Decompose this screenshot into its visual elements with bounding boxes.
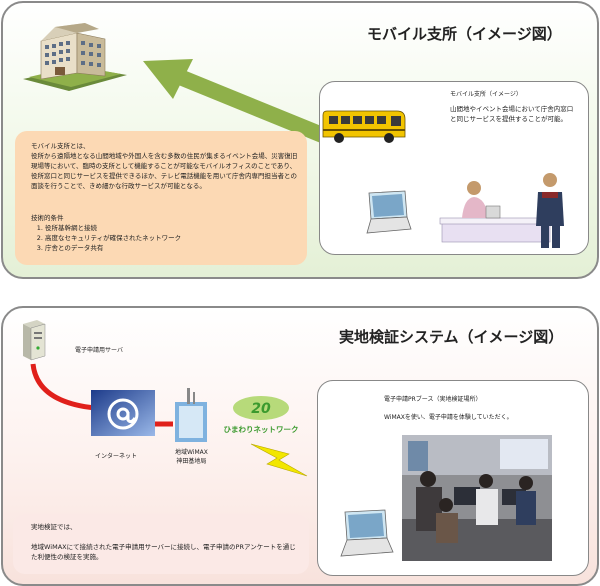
office-building-icon bbox=[23, 23, 127, 91]
pr-booth-card: 電子申請PRブース（実地検証場所） WiMAXを使い、電子申請を体験していただく… bbox=[317, 380, 589, 576]
page-title: 実地検証システム（イメージ図） bbox=[339, 328, 564, 346]
laptop-icon bbox=[366, 190, 412, 234]
note-body: 地域WiMAXにて接続された電子申請用サーバーに接続し、電子申請のPRアンケート… bbox=[31, 543, 296, 561]
card-title: 電子申請PRブース（実地検証場所） bbox=[384, 396, 482, 403]
condition-item: 役所基幹網と接続 bbox=[45, 223, 291, 233]
booth-photo bbox=[402, 435, 552, 561]
conditions-list: 役所基幹網と接続 高度なセキュリティが確保されたネットワーク 庁舎とのデータ共有 bbox=[31, 223, 291, 253]
field-test-description: 実地検証では、 地域WiMAXにて接続された電子申請用サーバーに接続し、電子申請… bbox=[13, 514, 309, 574]
internet-label: インターネット bbox=[95, 453, 138, 460]
note-intro: モバイル支所とは、 bbox=[31, 142, 90, 150]
note-body: 役所から遠隔地となる山間地域や外国人を含む多数の住民が集まるイベント会場、災害復… bbox=[31, 152, 298, 190]
wireless-signal-icon bbox=[250, 443, 308, 477]
station-label: 地域WiMAX 神田基地局 bbox=[175, 448, 208, 466]
server-icon bbox=[23, 320, 46, 361]
network-link-icon bbox=[30, 363, 173, 427]
logo-text: ひまわりネットワーク bbox=[224, 424, 299, 434]
field-test-panel: 電子申請用サーバ 実地検証システム（イメージ図） インターネット 地域WiMAX… bbox=[1, 306, 599, 586]
station-label-line1: 地域WiMAX bbox=[175, 449, 208, 456]
mobile-branch-panel: モバイル支所（イメージ図） モバイル支所（イメージ） 山間地やイベント会場におい… bbox=[1, 1, 599, 279]
internet-icon bbox=[91, 390, 155, 436]
conditions-heading: 技術的条件 bbox=[31, 214, 64, 222]
server-label: 電子申請用サーバ bbox=[75, 347, 123, 354]
logo-badge-text: 20 bbox=[251, 401, 271, 417]
mobile-branch-card: モバイル支所（イメージ） 山間地やイベント会場において庁舎内窓口と同じサービスを… bbox=[319, 81, 589, 255]
station-label-line2: 神田基地局 bbox=[176, 458, 207, 465]
condition-item: 高度なセキュリティが確保されたネットワーク bbox=[45, 233, 291, 243]
laptop-icon bbox=[340, 509, 394, 557]
base-station-icon bbox=[175, 388, 207, 442]
card-title: モバイル支所（イメージ） bbox=[450, 91, 522, 98]
card-description: 山間地やイベント会場において庁舎内窓口と同じサービスを提供することが可能。 bbox=[450, 105, 574, 123]
page-title: モバイル支所（イメージ図） bbox=[367, 25, 562, 43]
note-title: 実地検証では、 bbox=[31, 523, 77, 531]
himawari-logo-icon: 20 ひまわりネットワーク bbox=[224, 396, 299, 434]
mobile-branch-description: モバイル支所とは、 役所から遠隔地となる山間地域や外国人を含む多数の住民が集まる… bbox=[15, 131, 307, 265]
service-counter-icon bbox=[439, 173, 564, 248]
condition-item: 庁舎とのデータ共有 bbox=[45, 243, 291, 253]
card-description: WiMAXを使い、電子申請を体験していただく。 bbox=[384, 414, 513, 421]
mobile-office-bus-icon bbox=[322, 110, 406, 143]
